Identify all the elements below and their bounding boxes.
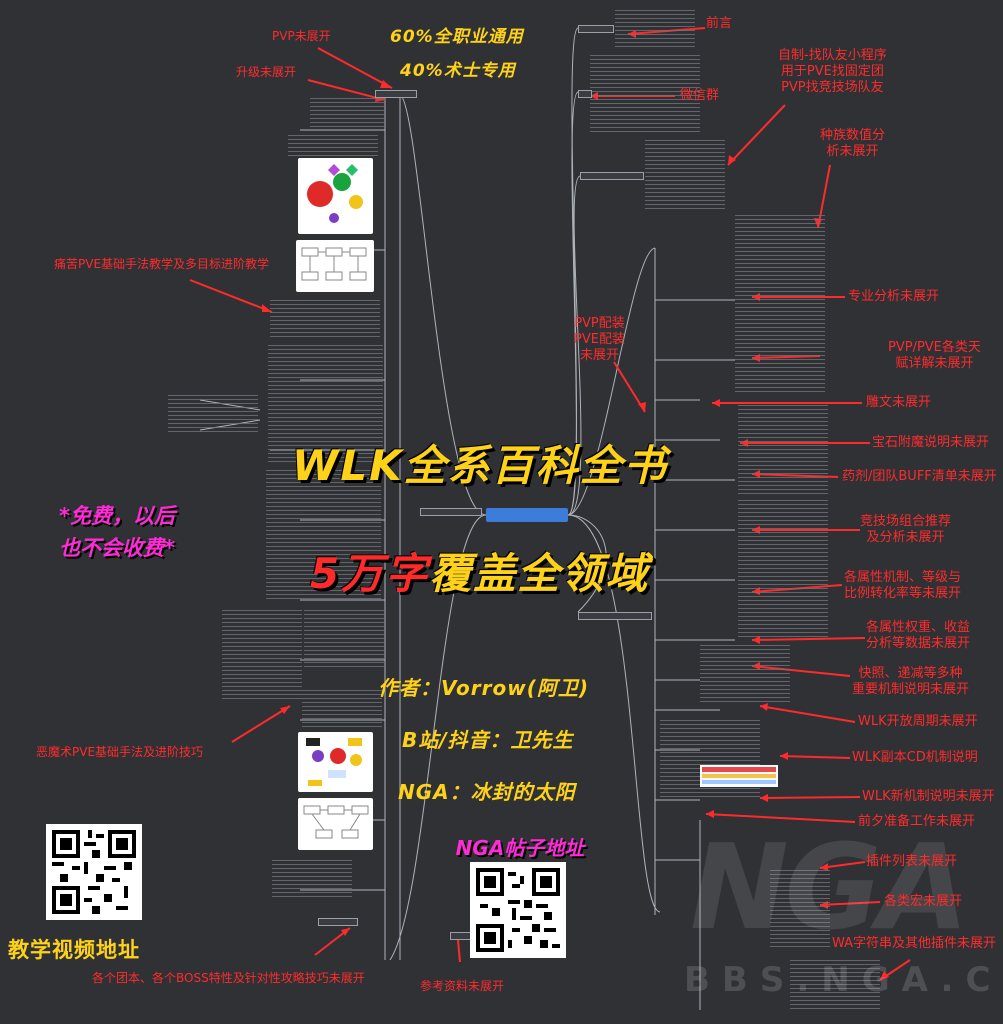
annotation-affliction-pve: 痛苦PVE基础手法教学及多目标进阶教学 xyxy=(54,257,270,271)
annotation-arena-comps: 竞技场组合推荐 及分析未展开 xyxy=(860,514,952,545)
node-text-block xyxy=(615,10,695,50)
demonology-flow-chart xyxy=(298,798,373,850)
node-text-block xyxy=(590,55,700,135)
annotation-glyphs: 雕文未展开 xyxy=(866,395,932,410)
mindmap-node[interactable] xyxy=(420,508,482,516)
annotation-raid-boss: 各个团本、各个BOSS特性及针对性攻略技巧未展开 xyxy=(92,971,365,985)
mindmap-root-node[interactable] xyxy=(486,508,568,522)
annotation-talents: PVP/PVE各类天 赋详解未展开 xyxy=(888,340,981,371)
mindmap-node[interactable] xyxy=(580,172,644,180)
annotation-wlk-new: WLK新机制说明未展开 xyxy=(862,789,995,804)
annotation-demo-pve: 恶魔术PVE基础手法及进阶技巧 xyxy=(36,745,204,759)
mindmap-node[interactable] xyxy=(578,90,592,98)
video-caption: 教学视频地址 xyxy=(8,938,140,962)
node-text-block xyxy=(310,98,385,128)
node-text-block xyxy=(222,610,302,700)
nga-watermark-logo: NGA xyxy=(690,818,969,956)
demonology-rotation-diagram xyxy=(298,732,373,792)
annotation-spec-analysis: 专业分析未展开 xyxy=(848,289,940,304)
wlk-cd-table xyxy=(700,765,778,787)
annotation-mini-program: 自制-找队友小程序 用于PVE找固定团 PVP找竞技场队友 xyxy=(778,48,887,95)
node-text-block xyxy=(266,470,381,600)
node-text-block xyxy=(738,500,828,640)
annotation-wlk-phases: WLK开放周期未展开 xyxy=(858,714,978,729)
subtitle-rest: 覆盖全领域 xyxy=(429,549,650,598)
free-note: *免费，以后 也不会收费* xyxy=(59,504,175,560)
affliction-flow-chart xyxy=(296,240,374,292)
annotation-wa-strings: WA字符串及其他插件未展开 xyxy=(832,936,997,951)
affliction-rotation-diagram xyxy=(298,158,373,234)
node-text-block xyxy=(272,860,352,900)
video-qr-code[interactable] xyxy=(46,824,142,920)
node-text-block xyxy=(268,345,383,465)
node-text-block xyxy=(790,960,880,1010)
node-text-block xyxy=(738,405,828,495)
node-text-block xyxy=(288,135,378,157)
nga-post-qr-code[interactable] xyxy=(470,862,566,958)
annotation-snapshot: 快照、递减等多种 重要机制说明未展开 xyxy=(852,666,970,697)
annotation-gems: 宝石附魔说明未展开 xyxy=(872,435,990,450)
annotation-race-analysis: 种族数值分 析未展开 xyxy=(820,128,886,159)
author-credit: 作者：Vorrow(阿卫) xyxy=(378,676,589,700)
annotation-macros: 各类宏未展开 xyxy=(884,894,963,909)
node-text-block xyxy=(735,215,825,395)
annotation-pvp: PVP未展开 xyxy=(272,29,331,43)
annotation-stat-weights: 各属性权重、收益 分析等数据未展开 xyxy=(866,620,971,651)
node-text-block xyxy=(645,140,725,210)
annotation-addons: 插件列表未展开 xyxy=(866,854,958,869)
node-text-block xyxy=(270,300,380,340)
node-text-block xyxy=(700,645,790,705)
annotation-preface: 前言 xyxy=(706,16,733,31)
node-text-block xyxy=(660,720,760,800)
subtitle-highlight: 5万字 xyxy=(310,549,430,598)
annotation-stat-mechanics: 各属性机制、等级与 比例转化率等未展开 xyxy=(844,570,962,601)
annotation-wechat-group: 微信群 xyxy=(680,88,720,103)
annotation-potions-buffs: 药剂/团队BUFF清单未展开 xyxy=(842,469,997,484)
nga-watermark-url: BBS.NGA.CN xyxy=(684,960,1003,1000)
nga-credit: NGA：冰封的太阳 xyxy=(398,780,576,804)
node-text-block xyxy=(168,395,258,435)
node-text-block xyxy=(304,610,384,670)
annotation-upgrade: 升级未展开 xyxy=(236,65,297,79)
node-text-block xyxy=(302,690,382,730)
mindmap-node[interactable] xyxy=(375,90,417,98)
nga-post-caption: NGA帖子地址 xyxy=(455,836,585,860)
warlock-percentage-tag: 40%术士专用 xyxy=(400,61,516,81)
bilibili-credit: B站/抖音：卫先生 xyxy=(402,728,574,752)
annotation-wlk-cd: WLK副本CD机制说明 xyxy=(852,750,978,765)
annotation-pvp-pve-gear: PVP配装 PVE配装 未展开 xyxy=(574,316,625,363)
mindmap-node[interactable] xyxy=(578,612,652,620)
annotation-prep: 前夕准备工作未展开 xyxy=(858,814,976,829)
subtitle: 5万字覆盖全领域 xyxy=(310,540,649,601)
node-text-block xyxy=(770,870,830,950)
mindmap-node[interactable] xyxy=(578,25,614,33)
annotation-references: 参考资料未展开 xyxy=(420,979,505,993)
main-title: WLK全系百科全书 xyxy=(292,441,668,490)
mindmap-node[interactable] xyxy=(318,918,358,926)
general-percentage-tag: 60%全职业通用 xyxy=(390,27,524,47)
